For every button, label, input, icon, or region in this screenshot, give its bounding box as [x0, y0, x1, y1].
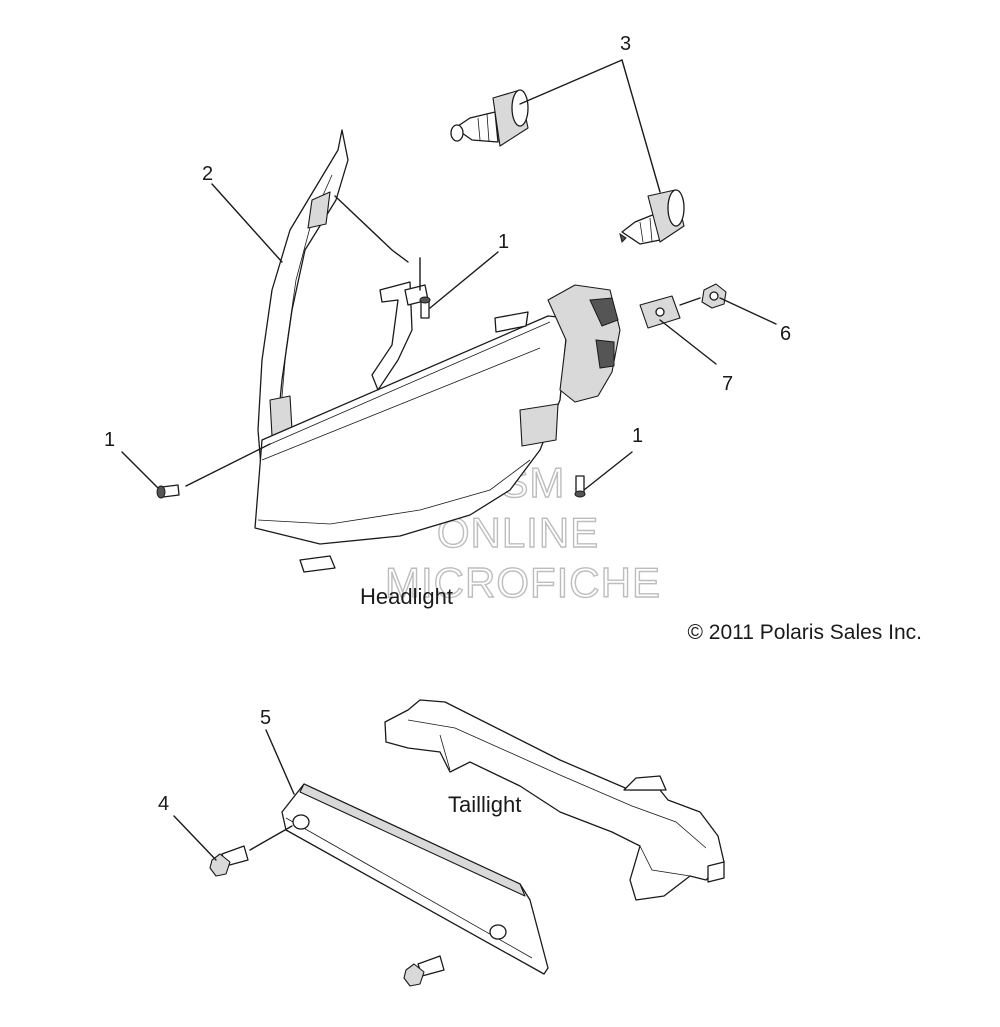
- bulb-lower: [619, 189, 685, 245]
- callout-7: 7: [722, 373, 733, 395]
- callouts: 3 2 1 6 7 1 1 5 4: [104, 33, 791, 815]
- headlight-bracket: [371, 281, 429, 391]
- screw-1-left: [156, 484, 180, 499]
- callout-6: 6: [780, 323, 791, 345]
- screw-1-right: [574, 475, 586, 498]
- taillight-lens: [281, 783, 549, 975]
- screw-4-upper: [209, 845, 249, 877]
- clip-7: [639, 295, 681, 329]
- headlight-housing: [254, 284, 621, 573]
- callout-2: 2: [202, 163, 213, 185]
- callout-3: 3: [620, 33, 631, 55]
- callout-5: 5: [260, 707, 271, 729]
- bulb-upper: [450, 89, 529, 147]
- section-label-taillight: Taillight: [448, 792, 521, 817]
- copyright-notice: © 2011 Polaris Sales Inc.: [687, 621, 922, 644]
- watermark-line-3: MICROFICHE: [385, 559, 661, 606]
- callout-1-right: 1: [632, 425, 643, 447]
- section-label-headlight: Headlight: [360, 584, 453, 609]
- callout-1-upper: 1: [498, 231, 509, 253]
- nut-6: [701, 283, 727, 309]
- callout-4: 4: [158, 793, 169, 815]
- callout-1-left: 1: [104, 429, 115, 451]
- taillight-bracket: [384, 699, 725, 901]
- screw-1-upper: [419, 296, 431, 319]
- screw-4-lower: [403, 955, 445, 987]
- leader-lines-headlight: [121, 59, 777, 491]
- leader-lines-taillight: [173, 729, 295, 861]
